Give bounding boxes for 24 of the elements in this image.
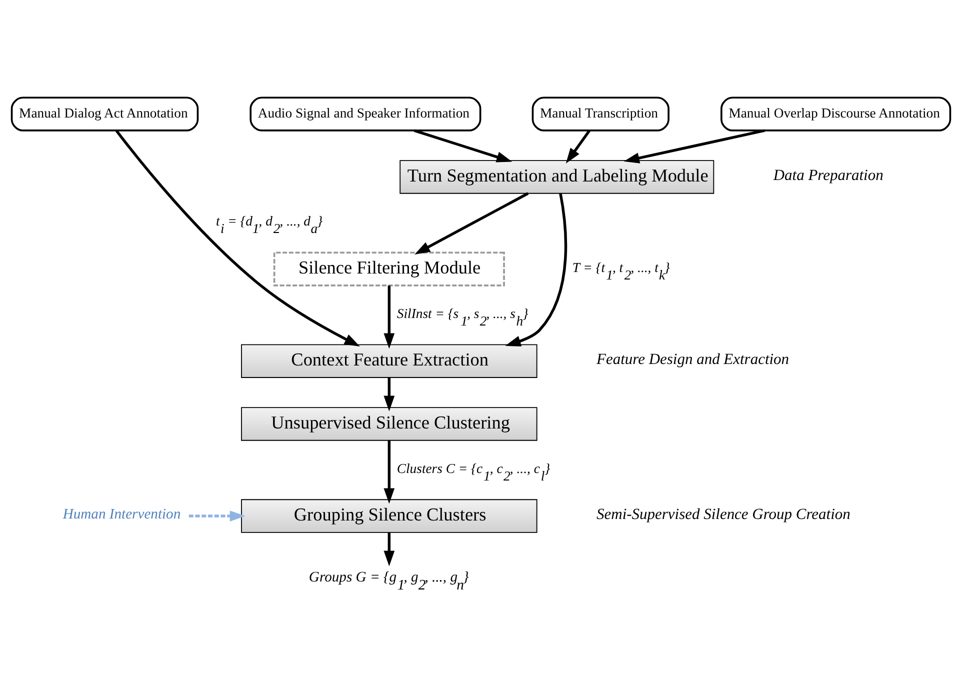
node-box: Context Feature Extraction — [241, 344, 538, 378]
arrow — [414, 192, 529, 254]
label: Data Preparation — [773, 166, 884, 184]
node-box: Grouping Silence Clusters — [241, 499, 538, 533]
arrow — [505, 193, 568, 346]
label: Semi-Supervised Silence Group Creation — [596, 506, 850, 523]
arrow — [115, 130, 360, 346]
arrow — [384, 378, 395, 412]
node-text: Human Intervention — [62, 506, 181, 523]
arrow — [384, 440, 395, 504]
arrow — [414, 129, 512, 162]
node-box: Manual Dialog Act Annotation — [10, 96, 199, 132]
arrow — [624, 129, 765, 164]
node-box: Turn Segmentation and Labeling Module — [400, 160, 714, 194]
node-box: Manual Overlap Discourse Annotation — [720, 96, 952, 132]
label: Feature Design and Extraction — [596, 350, 790, 368]
node-box: Silence Filtering Module — [273, 252, 505, 286]
arrow — [566, 130, 590, 164]
node-box: Audio Signal and Speaker Information — [250, 96, 482, 132]
arrow — [384, 286, 395, 349]
node-box: Manual Transcription — [532, 96, 670, 132]
node-box: Unsupervised Silence Clustering — [241, 407, 538, 441]
arrow — [188, 510, 246, 522]
arrow — [384, 532, 395, 566]
